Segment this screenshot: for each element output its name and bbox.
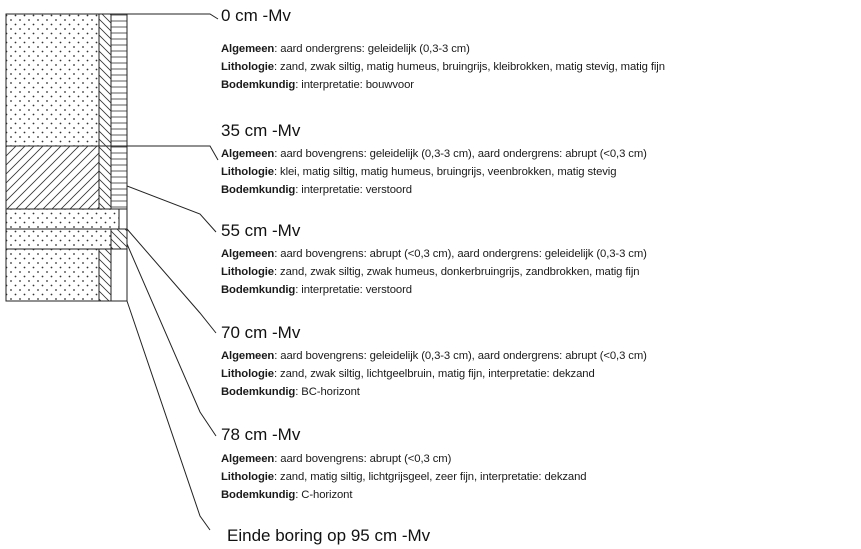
- description-line: Algemeen: aard bovengrens: geleidelijk (…: [221, 350, 647, 362]
- description-line: Bodemkundig: BC-horizont: [221, 386, 360, 398]
- log-layer-4: [5, 228, 128, 250]
- depth-label: 0 cm -Mv: [221, 6, 291, 25]
- end-of-boring-label: Einde boring op 95 cm -Mv: [227, 526, 431, 545]
- log-layer-3: [5, 208, 128, 230]
- description-line: Lithologie: zand, zwak siltig, zwak hume…: [221, 266, 640, 278]
- description-line: Bodemkundig: interpretatie: verstoord: [221, 284, 412, 296]
- description-line: Lithologie: zand, zwak siltig, lichtgeel…: [221, 368, 595, 380]
- description-line: Algemeen: aard bovengrens: abrupt (<0,3 …: [221, 248, 647, 260]
- depth-label: 70 cm -Mv: [221, 323, 301, 342]
- description-line: Bodemkundig: C-horizont: [221, 489, 353, 501]
- description-line: Bodemkundig: interpretatie: bouwvoor: [221, 79, 414, 91]
- depth-label: 35 cm -Mv: [221, 121, 301, 140]
- log-layer-2: [5, 145, 128, 210]
- description-line: Bodemkundig: interpretatie: verstoord: [221, 184, 412, 196]
- description-line: Lithologie: zand, matig siltig, lichtgri…: [221, 471, 587, 483]
- depth-label: 55 cm -Mv: [221, 221, 301, 240]
- log-layer-1: [5, 13, 128, 147]
- leader-lines: [126, 13, 219, 531]
- description-line: Lithologie: zand, zwak siltig, matig hum…: [221, 61, 665, 73]
- log-layer-5: [5, 248, 128, 302]
- description-line: Algemeen: aard ondergrens: geleidelijk (…: [221, 43, 470, 55]
- depth-label: 78 cm -Mv: [221, 425, 301, 444]
- description-line: Algemeen: aard bovengrens: geleidelijk (…: [221, 148, 647, 160]
- description-line: Algemeen: aard bovengrens: abrupt (<0,3 …: [221, 453, 452, 465]
- description-line: Lithologie: klei, matig siltig, matig hu…: [221, 166, 617, 178]
